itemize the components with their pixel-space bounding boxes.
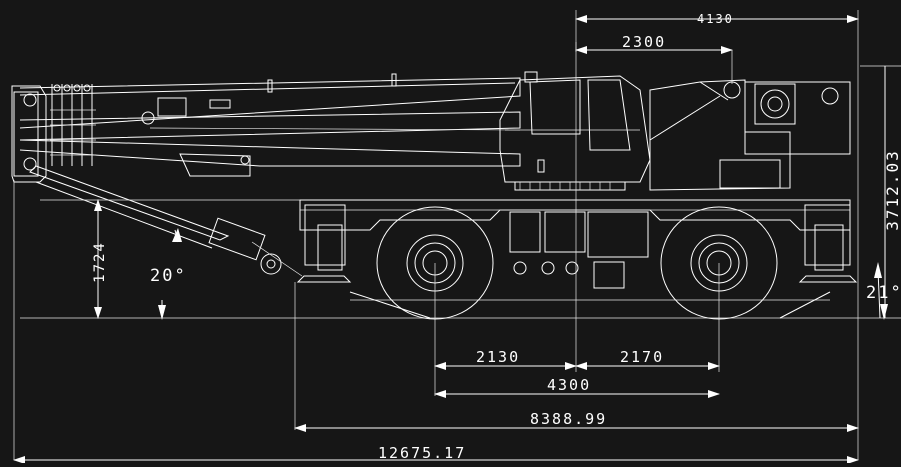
dim-3712-label: 3712.03 — [883, 149, 901, 230]
dim-2300-label: 2300 — [622, 33, 666, 51]
departure-angle-front — [158, 228, 182, 320]
dim-2130-label: 2130 — [476, 348, 520, 366]
extension-lines — [13, 10, 901, 460]
operator-cab — [499, 71, 651, 191]
dim-2170-label: 2170 — [620, 348, 664, 366]
dimension-lines — [13, 15, 886, 464]
departure-angle-rear — [874, 262, 888, 320]
carrier-frame — [296, 199, 858, 319]
dim-12675-label: 12675.17 — [378, 444, 466, 462]
dim-4300-label: 4300 — [547, 376, 591, 394]
angle-front-label: 20° — [150, 266, 187, 286]
stowed-jib — [29, 165, 303, 277]
dim-8388-label: 8388.99 — [530, 410, 607, 428]
angle-rear-label: 21° — [866, 283, 901, 303]
dim-4130-label: 4130 — [697, 12, 734, 26]
telescopic-boom — [11, 73, 521, 183]
counterweight — [649, 79, 851, 191]
dim-1724-label: 1724 — [92, 241, 108, 283]
